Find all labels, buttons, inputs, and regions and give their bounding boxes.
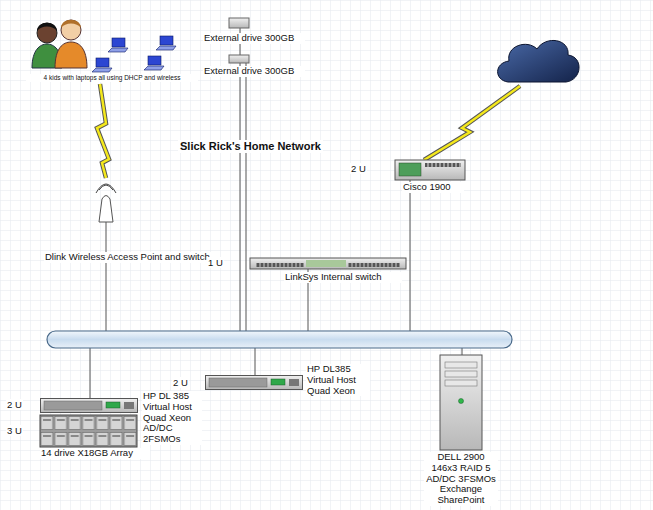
switch-case [250, 258, 406, 269]
network-bus [47, 331, 512, 348]
tower-case [440, 355, 482, 450]
device-label: External drive 300GB [203, 33, 305, 44]
device-label: External drive 300GB [203, 66, 305, 77]
laptop-keyboard [156, 46, 176, 50]
person-body [55, 42, 87, 68]
device-node: LinkSys Internal switch [248, 254, 408, 290]
drive-icon [229, 55, 249, 63]
bolt-fill [424, 86, 520, 160]
rack-unit-label: 3 U [6, 425, 23, 436]
wire [106, 222, 107, 333]
device-node: 14 drive X18GB Array [38, 414, 152, 462]
device-node: External drive 300GB [200, 51, 307, 79]
cloud-shape [498, 40, 579, 82]
cloud-internet [498, 40, 579, 82]
laptop-screen [160, 36, 173, 45]
person-hair [61, 20, 81, 28]
device-node: External drive 300GB [200, 14, 307, 46]
router-ports [425, 163, 461, 173]
bolt-outline [97, 84, 109, 178]
device-node: HP DL 385 Virtual Host Quad Xeon AD/DC 2… [38, 390, 204, 447]
laptop-screen [148, 56, 161, 65]
device-node: Cisco 1900 [393, 158, 473, 196]
router-case [395, 160, 465, 180]
device-label: 4 kids with laptops all using DHCP and w… [26, 74, 198, 82]
laptop-keyboard [144, 66, 164, 70]
person-hair [37, 23, 57, 31]
laptop-screen [112, 38, 125, 47]
person-head [61, 20, 81, 40]
array-case [40, 415, 137, 447]
drive-icon [229, 18, 249, 28]
device-label: Cisco 1900 [402, 182, 464, 193]
dell-tower-icon [440, 355, 482, 450]
wireless-link [97, 84, 109, 178]
device-label: HP DL385 Virtual Host Quad Xeon [306, 364, 370, 396]
router-panel [399, 163, 421, 176]
device-label: DELL 2900 146x3 RAID 5 AD/DC 3FSMOs Exch… [424, 452, 498, 506]
tower-bay [445, 371, 477, 377]
switch-ports [348, 258, 400, 268]
tower-bay [445, 380, 477, 386]
linksys-switch-icon [250, 258, 406, 269]
wireless-link-path [97, 84, 109, 178]
cisco-router-icon [395, 160, 465, 180]
device-node: Dlink Wireless Access Point and switch [44, 178, 214, 270]
rack-unit-label: 2 U [350, 163, 367, 174]
wire [410, 180, 411, 333]
device-label: LinkSys Internal switch [284, 272, 402, 283]
wire [90, 347, 91, 398]
device-label: HP DL 385 Virtual Host Quad Xeon AD/DC 2… [142, 391, 202, 445]
person-head [37, 23, 57, 43]
array-bays [40, 415, 137, 447]
access-point-icon [96, 184, 116, 222]
switch-strip [306, 260, 346, 267]
switch-ports [256, 258, 304, 268]
rack-unit-label: 2 U [172, 377, 189, 388]
wire [246, 63, 247, 333]
lightning-bolt [424, 86, 520, 160]
device-label: 14 drive X18GB Array [40, 448, 150, 459]
device-node: HP DL385 Virtual Host Quad Xeon [203, 362, 373, 402]
laptop-keyboard [92, 68, 112, 72]
ap-antenna-arc [96, 184, 116, 193]
people-icon [32, 20, 87, 68]
laptop-screen [96, 58, 109, 67]
rack-unit-label: 1 U [207, 257, 224, 268]
rack-server-icon [41, 399, 138, 413]
laptop-keyboard [108, 48, 128, 52]
diagram-title: Slick Rick's Home Network [178, 140, 323, 153]
ap-body [99, 196, 113, 223]
device-node: DELL 2900 146x3 RAID 5 AD/DC 3FSMOs Exch… [416, 352, 512, 508]
device-node: 4 kids with laptops all using DHCP and w… [26, 4, 200, 84]
disk-array-icon [40, 415, 137, 447]
wire [255, 347, 256, 375]
tower-bay [445, 362, 477, 368]
device-label: Dlink Wireless Access Point and switch [44, 252, 212, 263]
laptops [92, 36, 176, 72]
bolt-outline [424, 86, 520, 160]
power-light [459, 399, 464, 404]
rack-server-icon [206, 376, 303, 390]
rack-unit-label: 2 U [6, 399, 23, 410]
